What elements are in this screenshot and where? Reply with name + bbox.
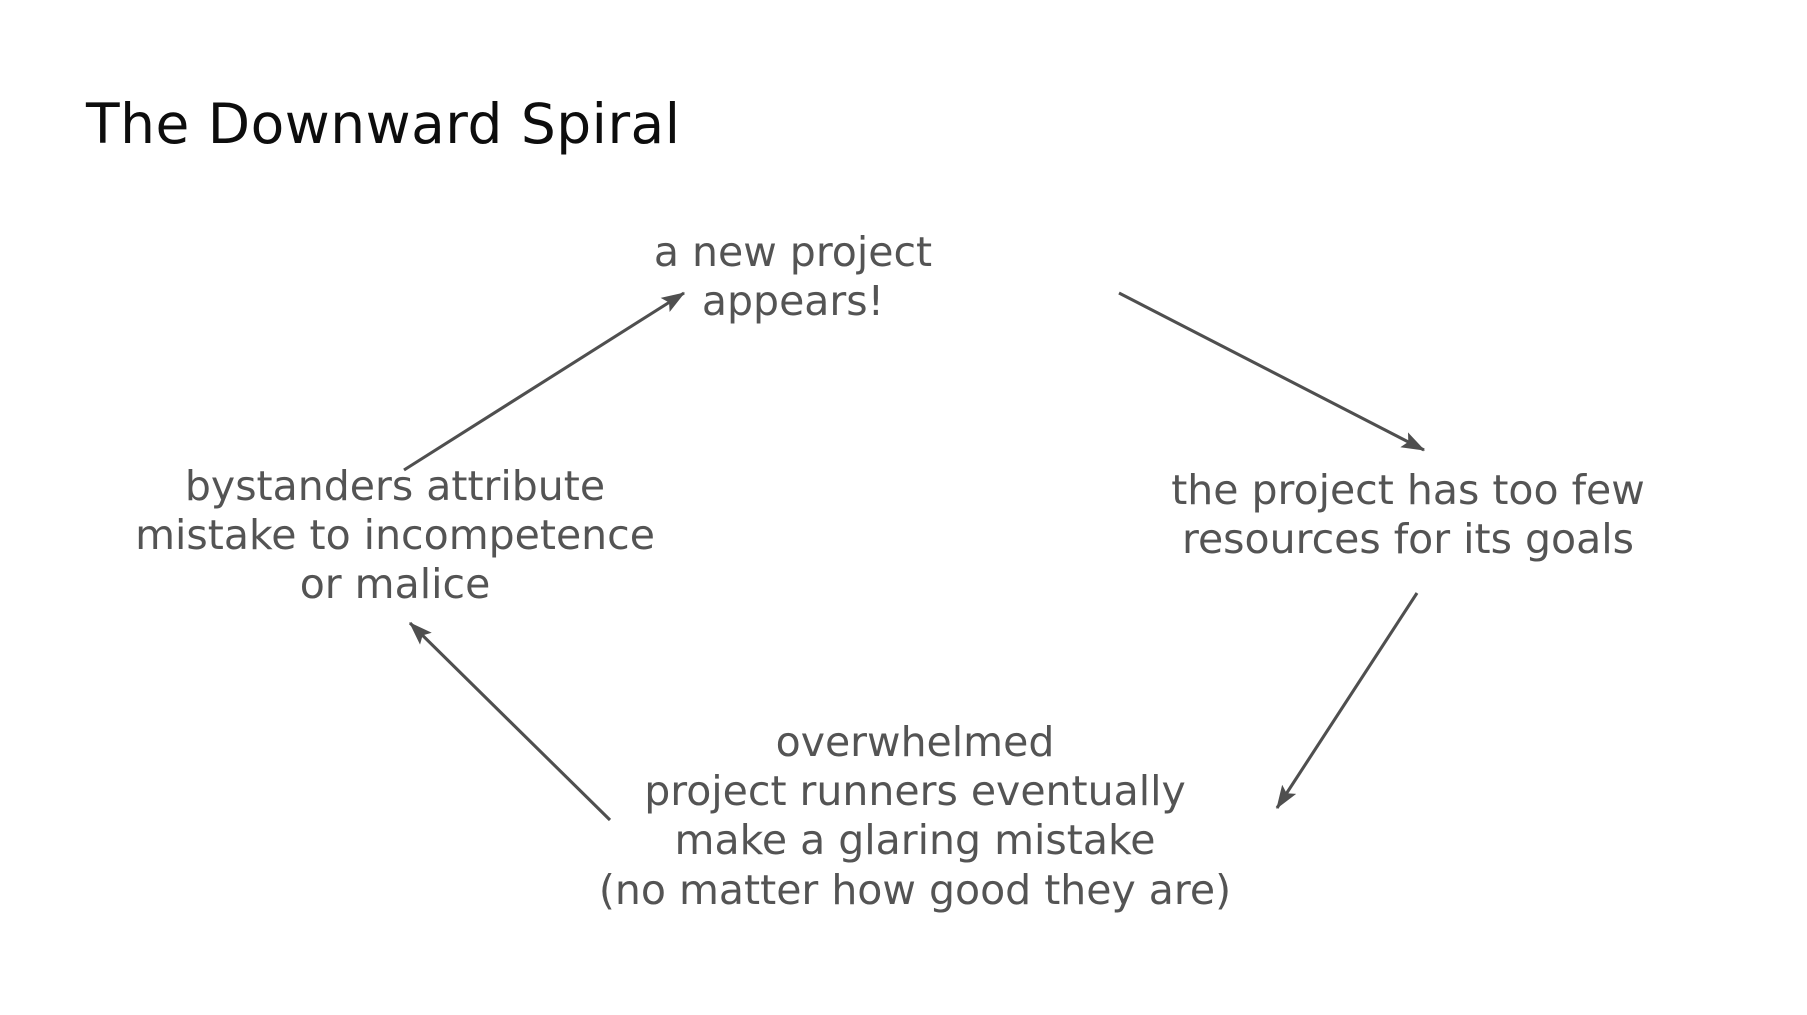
edge-left-to-top-arrow — [403, 291, 686, 472]
cycle-node-too-few-resources: the project has too few resources for it… — [1171, 466, 1645, 564]
edge-right-to-bottom-arrow — [1275, 592, 1419, 810]
edge-top-to-right-arrow — [1118, 291, 1426, 452]
cycle-node-incompetence-or-malice: bystanders attribute mistake to incompet… — [135, 462, 655, 609]
edge-bottom-to-left-arrow — [408, 621, 612, 822]
cycle-node-glaring-mistake: overwhelmed project runners eventually m… — [598, 718, 1232, 914]
page-title: The Downward Spiral — [86, 92, 681, 156]
cycle-node-new-project: a new project appears! — [653, 228, 933, 326]
